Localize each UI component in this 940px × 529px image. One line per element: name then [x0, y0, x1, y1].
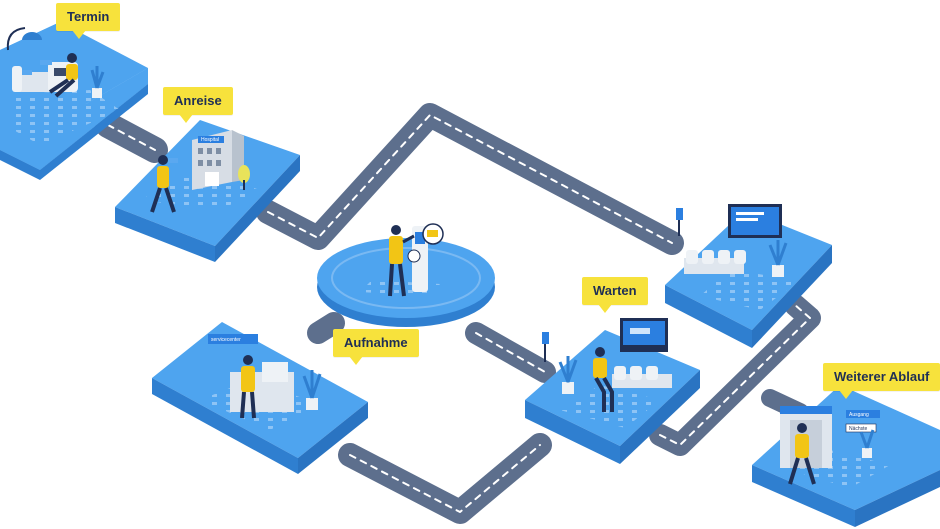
platform-termin [0, 22, 148, 180]
person-laptop-icon [48, 53, 78, 98]
next-sign-text: Nächste [849, 426, 868, 432]
platform-warten-lower [525, 318, 700, 464]
road-aufnahme-stub [307, 312, 345, 344]
label-anreise-text: Anreise [174, 93, 222, 108]
servicecenter-desk-icon: servicecenter [208, 334, 294, 412]
check-in-kiosk-icon [407, 223, 444, 292]
waiting-screen-icon [620, 318, 668, 352]
hospital-sign-text: Hospital [201, 137, 219, 143]
road-network [95, 103, 821, 524]
servicecenter-sign-text: servicecenter [211, 337, 241, 343]
waiting-room-screen-icon [728, 204, 782, 238]
person-leaving-icon [788, 423, 816, 485]
platform-aufnahme: servicecenter [152, 322, 368, 474]
person-walking-icon [150, 155, 178, 213]
waiting-chairs-icon [684, 250, 746, 274]
road-aufnahme-loop [338, 433, 552, 524]
label-anreise: Anreise [163, 87, 233, 123]
label-aufnahme: Aufnahme [333, 329, 419, 365]
hospital-building-icon: Hospital [192, 130, 244, 190]
exit-sign-text: Ausgang [849, 412, 869, 418]
person-kiosk-icon [388, 225, 415, 297]
platform-anreise: Hospital [115, 120, 300, 262]
person-waiting-icon [593, 347, 614, 412]
platform-kiosk [317, 223, 495, 327]
label-warten: Warten [582, 277, 648, 313]
person-reception-icon [240, 355, 256, 419]
waiting-chairs-lower-icon [612, 366, 672, 388]
platform-warten-upper [665, 204, 832, 348]
label-termin-text: Termin [67, 9, 110, 24]
platform-weiterer-ablauf: Ausgang Nächste [752, 385, 940, 527]
info-pillar-icon [676, 208, 683, 236]
label-warten-text: Warten [593, 283, 637, 298]
label-weiterer-ablauf-text: Weiterer Ablauf [834, 369, 930, 384]
road-anreise-warten-upper [256, 103, 684, 255]
label-termin: Termin [56, 3, 121, 39]
label-aufnahme-text: Aufnahme [344, 335, 408, 350]
label-weiterer-ablauf: Weiterer Ablauf [823, 363, 940, 399]
info-pillar-lower-icon [542, 332, 549, 362]
